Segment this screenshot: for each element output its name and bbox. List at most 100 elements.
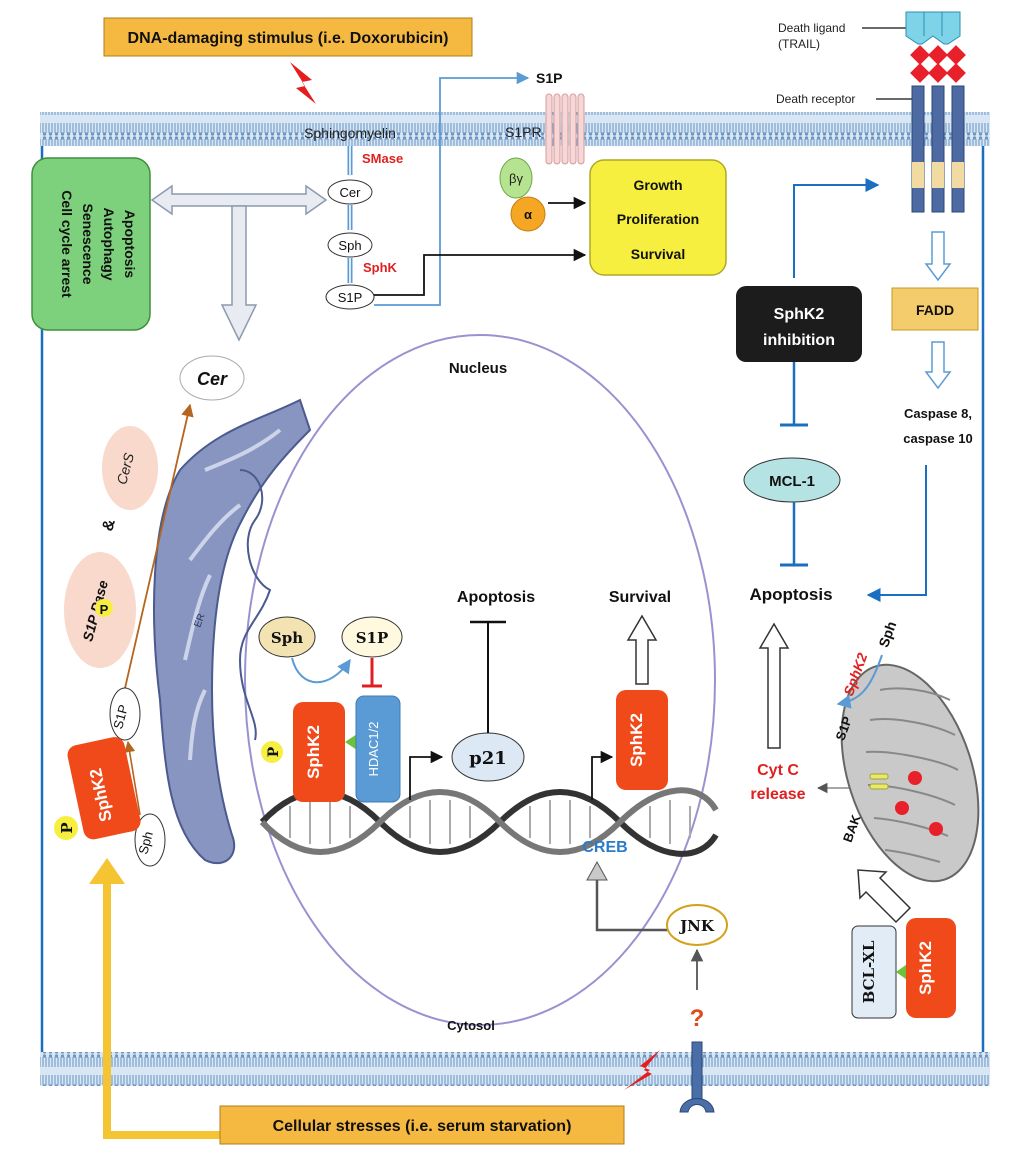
outcome-autophagy: Autophagy: [101, 207, 117, 280]
sph-nucleus-label: Sph: [271, 629, 303, 647]
dna-damage-label: DNA-damaging stimulus (i.e. Doxorubicin): [128, 30, 449, 47]
p-phospho-nucleus-label: P: [266, 746, 282, 757]
s1p-er-label: S1P: [110, 703, 131, 731]
bclxl-label: BCL-XL: [860, 940, 878, 1003]
cer-node: [327, 179, 373, 205]
sphk2-inhibition-label-1: SphK2: [774, 306, 825, 323]
nucleus-survival-label: Survival: [609, 589, 671, 606]
survival-label: Survival: [631, 246, 685, 262]
p-phospho-er: [54, 816, 78, 840]
jnk-label: JNK: [678, 917, 715, 935]
lightning-icon: [290, 62, 316, 104]
dna-damage-box: [103, 17, 473, 57]
curved-arrow-sph-s1p: [291, 657, 351, 684]
death-receptor-label: Death receptor: [776, 92, 855, 106]
trail-label: (TRAIL): [778, 37, 820, 51]
cer-er-node: [179, 355, 245, 401]
death-ligand-label: Death ligand: [778, 21, 845, 35]
outcome-cell-cycle-arrest: Cell cycle arrest: [59, 190, 75, 298]
arrow-s1p-to-cer: [119, 403, 194, 711]
cer-label: Cer: [340, 185, 362, 200]
arrow-receptor-fadd: [924, 231, 952, 282]
trail-ligand: [905, 11, 966, 83]
sphk-label: SphK: [363, 260, 398, 275]
er-label: ER: [192, 612, 207, 629]
proliferation-label: Proliferation: [617, 211, 699, 227]
sphk2-nucleus-right-label: SphK2: [627, 713, 646, 767]
cers-enzyme: [102, 426, 158, 510]
cytosol-label: Cytosol: [447, 1018, 495, 1033]
sph-to-s1p-mito-arrow: [836, 654, 883, 709]
caspase-label-1: Caspase 8,: [904, 406, 972, 421]
nucleus-title: Nucleus: [449, 360, 507, 377]
sph-node: [327, 232, 373, 258]
sph-er-label: Sph: [135, 830, 155, 856]
sphk2-nucleus: [293, 702, 345, 802]
double-arrow-outcomes-cer: [150, 184, 328, 342]
growth-box: [589, 159, 727, 276]
s1p-export-arrow: [374, 71, 530, 306]
caspase-to-apoptosis: [866, 465, 927, 602]
death-receptor: [911, 85, 965, 213]
s1p-out-label: S1P: [536, 70, 562, 86]
sphk2-bcl: [906, 918, 956, 1018]
arrow-to-p21: [409, 750, 444, 800]
cellular-stress-box: [219, 1105, 625, 1145]
alpha-subunit: [510, 196, 546, 232]
arrow-cytc-apoptosis: [758, 622, 790, 749]
ampersand: &: [99, 517, 119, 533]
sph-er-node: [134, 813, 166, 867]
sphk2-nucleus-label: SphK2: [304, 725, 323, 779]
outcome-senescence: Senescence: [80, 204, 96, 285]
outcome-apoptosis: Apoptosis: [122, 210, 138, 279]
p21-label: p21: [469, 748, 507, 769]
s1pr-receptor: [545, 93, 585, 165]
sph-nucleus-node: [258, 616, 316, 658]
bottom-membrane: [40, 1052, 990, 1086]
s1ppase-p-label: P: [100, 602, 109, 617]
sphk2-er: [67, 737, 141, 840]
creb-label: CREB: [582, 839, 627, 856]
arrow-s1p-growth: [374, 248, 587, 296]
mcl1-node: [743, 457, 841, 503]
p-phospho-nucleus: [261, 741, 283, 763]
arrow-to-sphk2-right: [591, 750, 614, 800]
s1ppase-p-icon: [95, 599, 113, 617]
nucleus-apoptosis-label: Apoptosis: [457, 589, 535, 606]
sphk2-bcl-label: SphK2: [916, 941, 935, 995]
sph-mito-label: Sph: [875, 619, 899, 649]
jnk-to-creb: [595, 875, 668, 932]
s1p-node: [325, 284, 375, 310]
sphingomyelin-label: Sphingomyelin: [304, 125, 396, 141]
bak-label: BAK: [840, 812, 864, 844]
arrow-to-survival: [626, 614, 658, 685]
sphk2-inhibition-box: [736, 286, 862, 362]
sphk2-inhibition-label-2: inhibition: [763, 332, 835, 349]
arrow-sph-s1p-er: [124, 740, 141, 816]
mcl1-label: MCL-1: [769, 473, 815, 490]
s1p-er-node: [109, 687, 141, 741]
nucleus: [244, 334, 716, 1026]
s1p-label: S1P: [338, 290, 363, 305]
s1p-nucleus-label: S1P: [356, 629, 389, 647]
lightning-bottom-icon: [624, 1050, 660, 1090]
p-phospho-er-label: P: [58, 822, 76, 833]
stress-arrow: [103, 880, 220, 1139]
alpha-label: α: [524, 207, 532, 222]
bcl-to-mito-arrow: [857, 869, 912, 924]
fadd-label: FADD: [916, 302, 954, 318]
caspase-label-2: caspase 10: [903, 431, 972, 446]
arrow-fadd-caspase: [924, 341, 952, 390]
unknown-receptor: [679, 1041, 715, 1113]
fadd-box: [891, 287, 979, 331]
cytc-label-1: Cyt C: [757, 762, 799, 779]
question-mark: ?: [690, 1005, 705, 1032]
sph-label: Sph: [338, 238, 361, 253]
cer-er-label: Cer: [197, 369, 228, 389]
top-membrane: [40, 112, 990, 146]
right-apoptosis-label: Apoptosis: [749, 585, 832, 604]
endoplasmic-reticulum: [153, 398, 312, 865]
cellular-stress-label: Cellular stresses (i.e. serum starvation…: [273, 1118, 572, 1135]
outcomes-box: [31, 157, 151, 331]
